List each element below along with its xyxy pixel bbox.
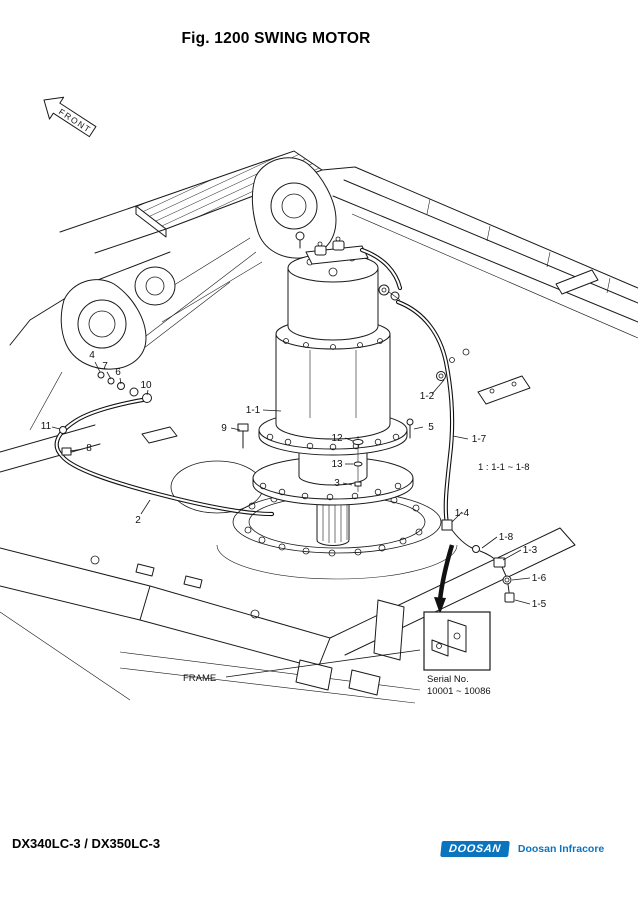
doosan-logo: DOOSAN	[440, 841, 510, 857]
frame-label-group: FRAME	[183, 649, 421, 684]
callout-10: 10	[140, 380, 152, 391]
hose-left	[54, 396, 275, 517]
callout-5: 5	[428, 422, 434, 433]
callout-4: 4	[89, 350, 95, 361]
callout-labels: 476 10 11 8 9 1-1 12 13 3 1-2 5 1-7 2 1-4 1-8 1-3 1-6 1-5	[41, 350, 547, 610]
nut-1-6	[502, 575, 512, 585]
callout-1-4: 1-4	[455, 508, 470, 519]
boom-brackets	[60, 157, 337, 370]
callout-13: 13	[331, 459, 343, 470]
model-label: DX340LC-3 / DX350LC-3	[12, 836, 161, 851]
callout-12: 12	[331, 433, 343, 444]
serial-pointer-arrow	[434, 544, 455, 614]
callout-9: 9	[221, 423, 227, 434]
stud-washers	[352, 436, 364, 492]
top-ports	[295, 231, 401, 301]
serial-inset: Serial No. 10001 ~ 10086	[423, 611, 491, 697]
assembly-note: 1 : 1-1 ~ 1-8	[478, 462, 530, 473]
callout-1-2: 1-2	[420, 391, 435, 402]
frame-label: FRAME	[183, 673, 216, 684]
front-arrow: FRONT	[43, 96, 97, 138]
figure-title: Fig. 1200 SWING MOTOR	[181, 30, 371, 47]
fitting-1-2	[436, 371, 446, 381]
right-fittings	[441, 519, 515, 603]
hose-right	[359, 247, 455, 527]
callout-3: 3	[334, 478, 340, 489]
lower-cylinder	[298, 447, 368, 486]
swing-motor	[237, 231, 414, 546]
brand-area: DOOSAN Doosan Infracore	[440, 841, 605, 857]
callout-6: 6	[115, 367, 121, 378]
elbow-1-4	[441, 519, 453, 531]
callout-1-1: 1-1	[246, 405, 261, 416]
bolt-11	[59, 426, 67, 434]
motor-head	[287, 253, 379, 341]
left-fittings	[59, 371, 152, 456]
callout-1-8: 1-8	[499, 532, 514, 543]
plug-1-5	[504, 592, 515, 603]
callout-1-7: 1-7	[472, 434, 487, 445]
callout-1-5: 1-5	[532, 599, 547, 610]
serial-range: 10001 ~ 10086	[427, 686, 491, 697]
callout-1-6: 1-6	[532, 573, 547, 584]
callout-11: 11	[41, 421, 52, 432]
elbow-1-3	[493, 557, 506, 568]
brand-name: Doosan Infracore	[517, 843, 605, 855]
callout-7: 7	[102, 361, 108, 372]
serial-label: Serial No.	[427, 674, 469, 685]
leader-lines	[51, 361, 531, 605]
callout-8: 8	[86, 443, 92, 454]
elbow-8	[61, 447, 72, 456]
callout-2: 2	[135, 515, 141, 526]
plug	[295, 231, 305, 241]
callout-1-3: 1-3	[523, 545, 538, 556]
washer-1-8	[472, 545, 480, 553]
